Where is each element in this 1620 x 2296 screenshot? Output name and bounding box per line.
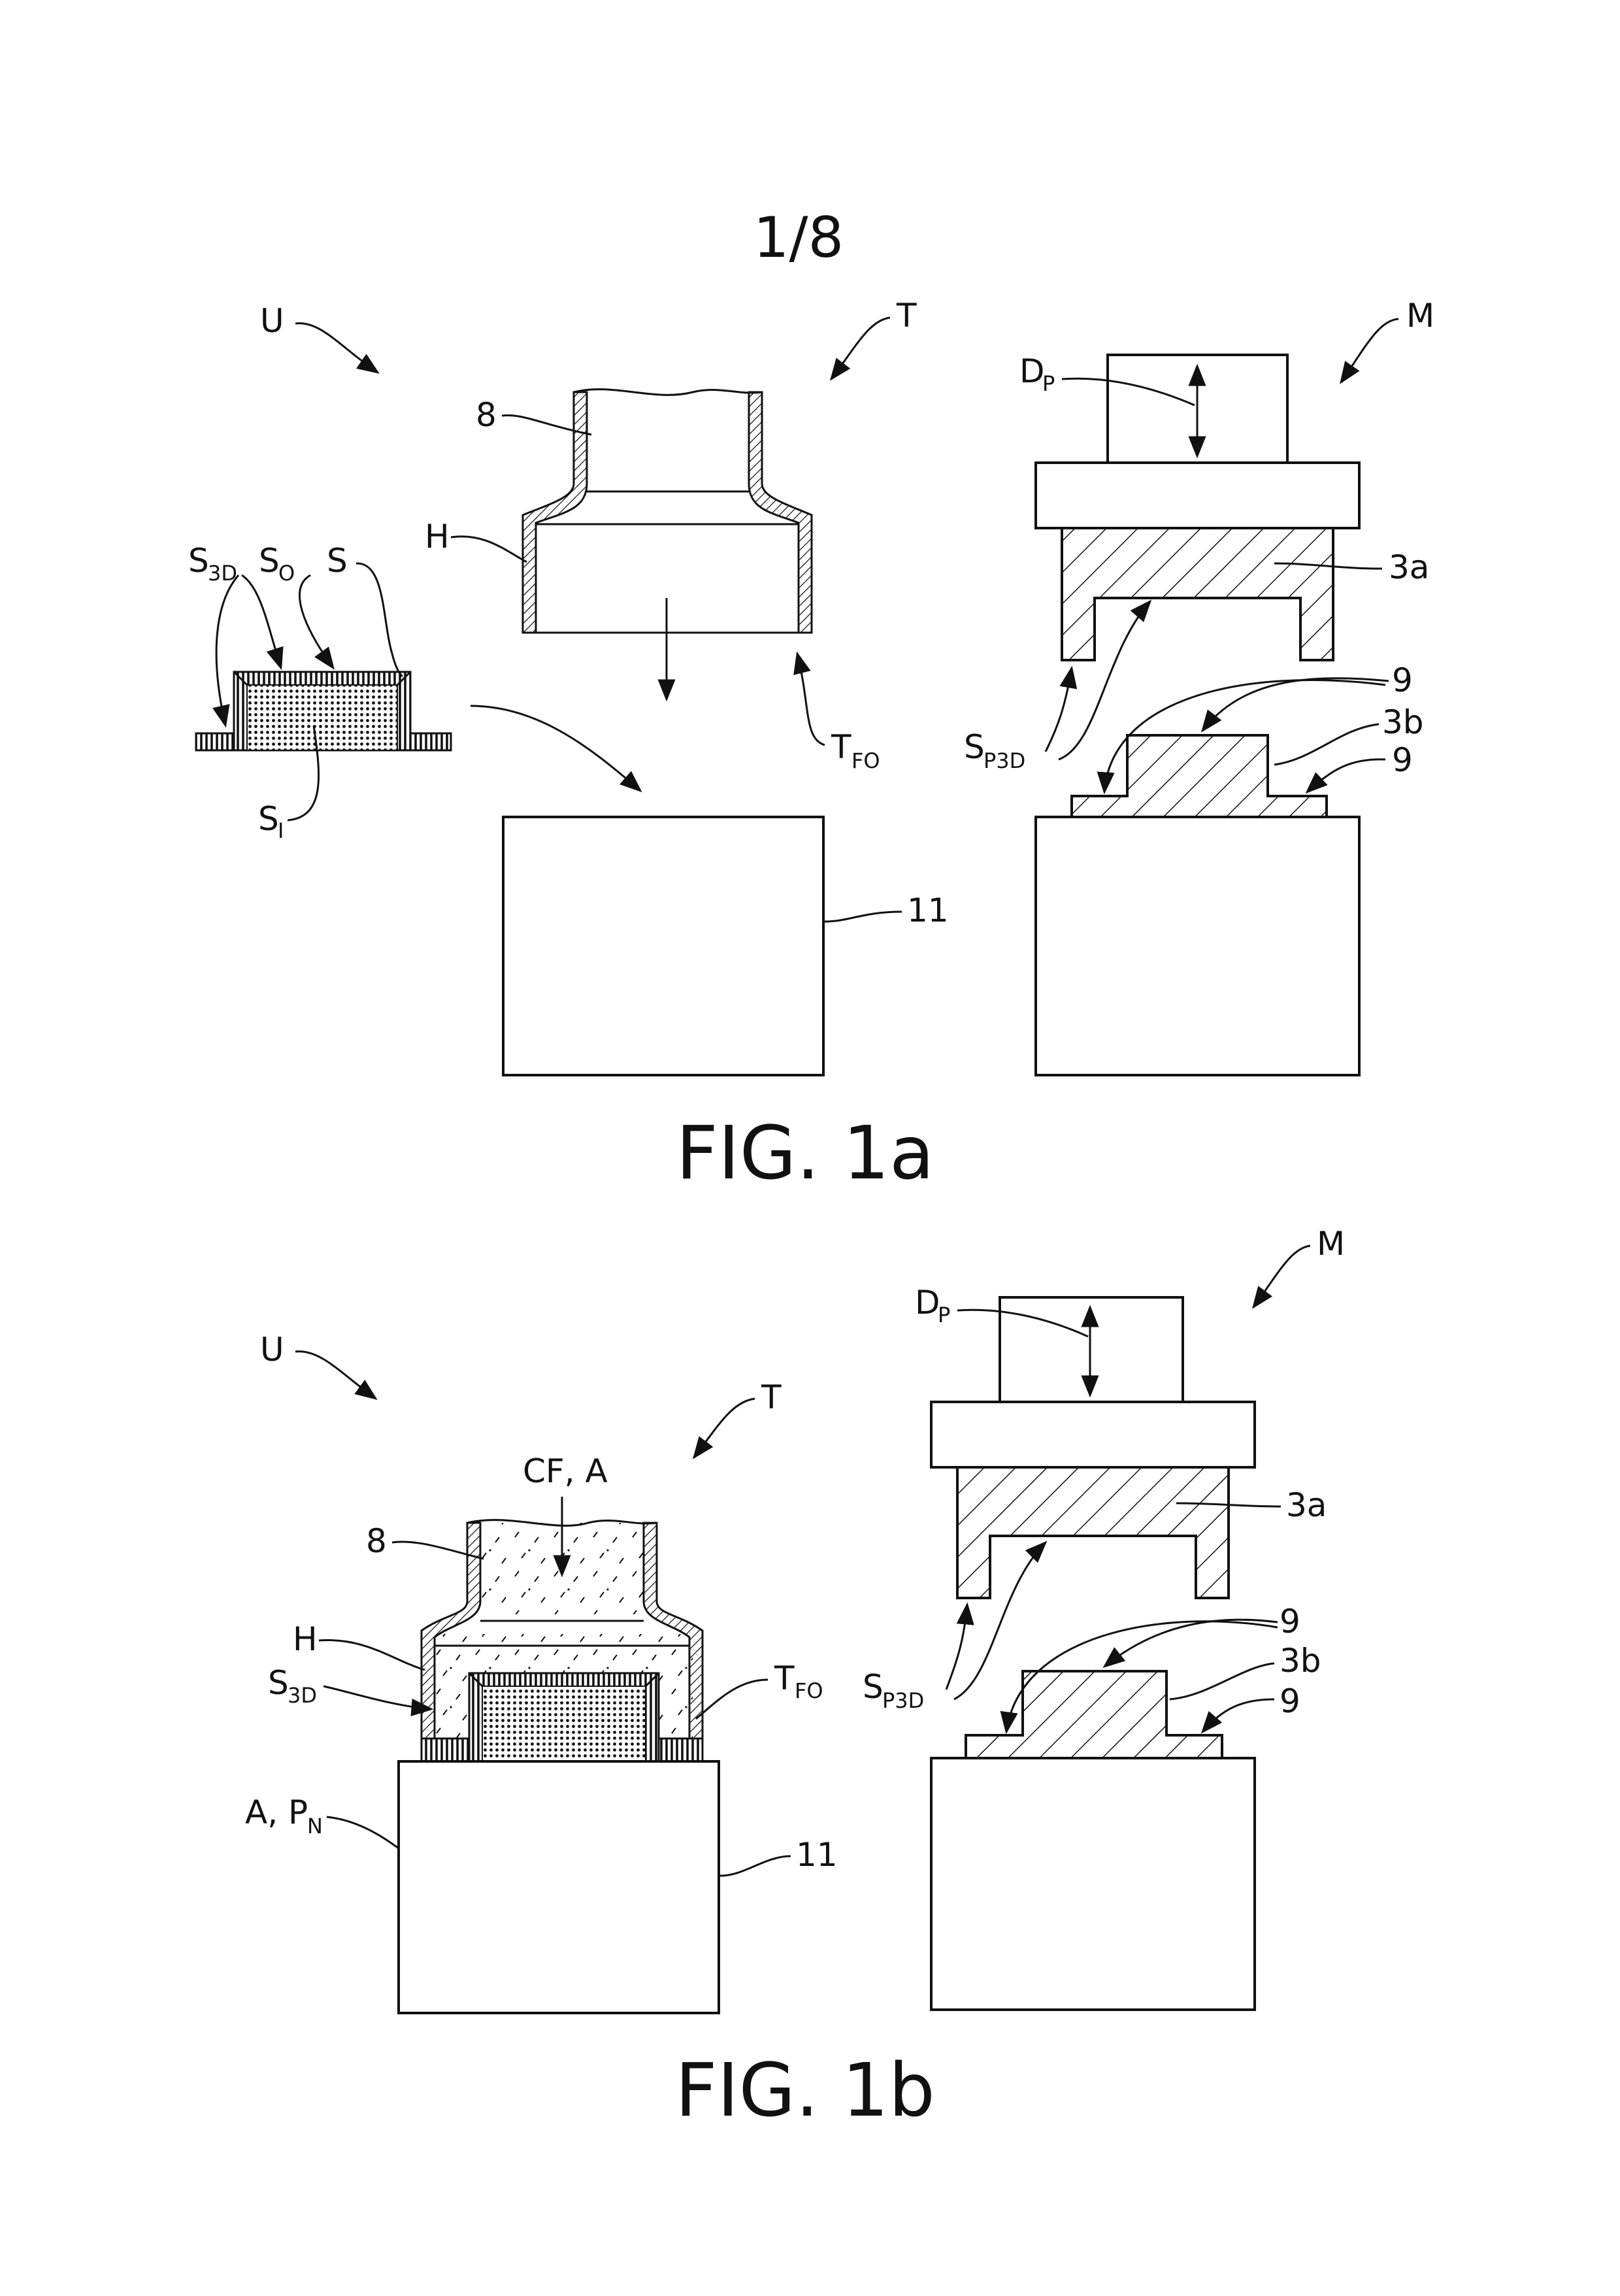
label-T: T	[896, 297, 917, 335]
label-DP-1b-sub: P	[938, 1303, 950, 1327]
arrow-U	[295, 324, 378, 373]
label-9-top-1b: 9	[1280, 1603, 1300, 1640]
label-8: 8	[476, 396, 497, 434]
label-SP3D-sub: P3D	[984, 748, 1025, 773]
sample-S	[196, 672, 451, 750]
label-8-1b: 8	[366, 1522, 387, 1560]
label-A-PN: A, P	[245, 1793, 308, 1831]
label-DP-sub: P	[1042, 371, 1055, 396]
label-3a-1b: 3a	[1286, 1486, 1327, 1524]
tool-nozzle	[523, 390, 812, 699]
label-11: 11	[907, 891, 949, 929]
label-CF-A: CF, A	[523, 1452, 608, 1490]
support-block-11-1b	[399, 1761, 719, 2013]
press-M	[1036, 355, 1359, 1075]
label-11-1b: 11	[796, 1836, 838, 1874]
label-TFO-1b: T	[774, 1659, 795, 1697]
label-S3D-1b: S	[268, 1664, 289, 1702]
label-SP3D-1b: S	[863, 1668, 884, 1706]
label-M: M	[1406, 297, 1434, 335]
caption-fig-1a: FIG. 1a	[676, 1111, 934, 1196]
label-U: U	[260, 302, 284, 340]
label-3b-1b: 3b	[1280, 1642, 1321, 1680]
figure-1a: U T M 8 H T FO	[188, 297, 1434, 1196]
label-9-bottom-1b: 9	[1280, 1682, 1300, 1720]
label-H-1b: H	[293, 1620, 318, 1658]
arrow-M	[1341, 319, 1398, 382]
label-S3D: S	[188, 542, 209, 580]
arrow-TFO	[797, 654, 825, 745]
press-M-1b	[931, 1297, 1255, 2010]
label-3a: 3a	[1389, 548, 1429, 586]
label-TFO-1b-sub: FO	[795, 1678, 823, 1703]
label-3b: 3b	[1382, 703, 1424, 741]
label-U-1b: U	[260, 1331, 284, 1369]
label-DP-1b: D	[915, 1284, 940, 1322]
label-SO: S	[259, 542, 280, 580]
label-H: H	[425, 518, 450, 556]
label-SI-sub: I	[278, 818, 284, 843]
label-S: S	[327, 542, 348, 580]
page-number: 1/8	[753, 205, 844, 271]
label-TFO-sub: FO	[851, 748, 880, 773]
arrow-T	[831, 318, 890, 379]
figure-1b: U T M CF, A 8 H	[245, 1225, 1345, 2133]
transfer-arrow	[471, 706, 640, 791]
support-block-11	[503, 817, 823, 1075]
label-A-PN-sub: N	[307, 1814, 323, 1838]
label-9-bottom: 9	[1392, 741, 1413, 779]
label-SI: S	[258, 800, 279, 838]
caption-fig-1b: FIG. 1b	[675, 2048, 935, 2133]
label-9-top: 9	[1392, 661, 1413, 699]
tool-nozzle-1b	[422, 1497, 703, 1804]
label-DP: D	[1019, 352, 1045, 390]
label-SP3D-1b-sub: P3D	[882, 1688, 924, 1713]
label-TFO: T	[831, 728, 851, 766]
label-T-1b: T	[761, 1378, 782, 1416]
label-SO-sub: O	[278, 561, 295, 586]
label-SP3D: S	[964, 728, 985, 766]
label-S3D-1b-sub: 3D	[288, 1683, 317, 1708]
label-M-1b: M	[1317, 1225, 1345, 1263]
